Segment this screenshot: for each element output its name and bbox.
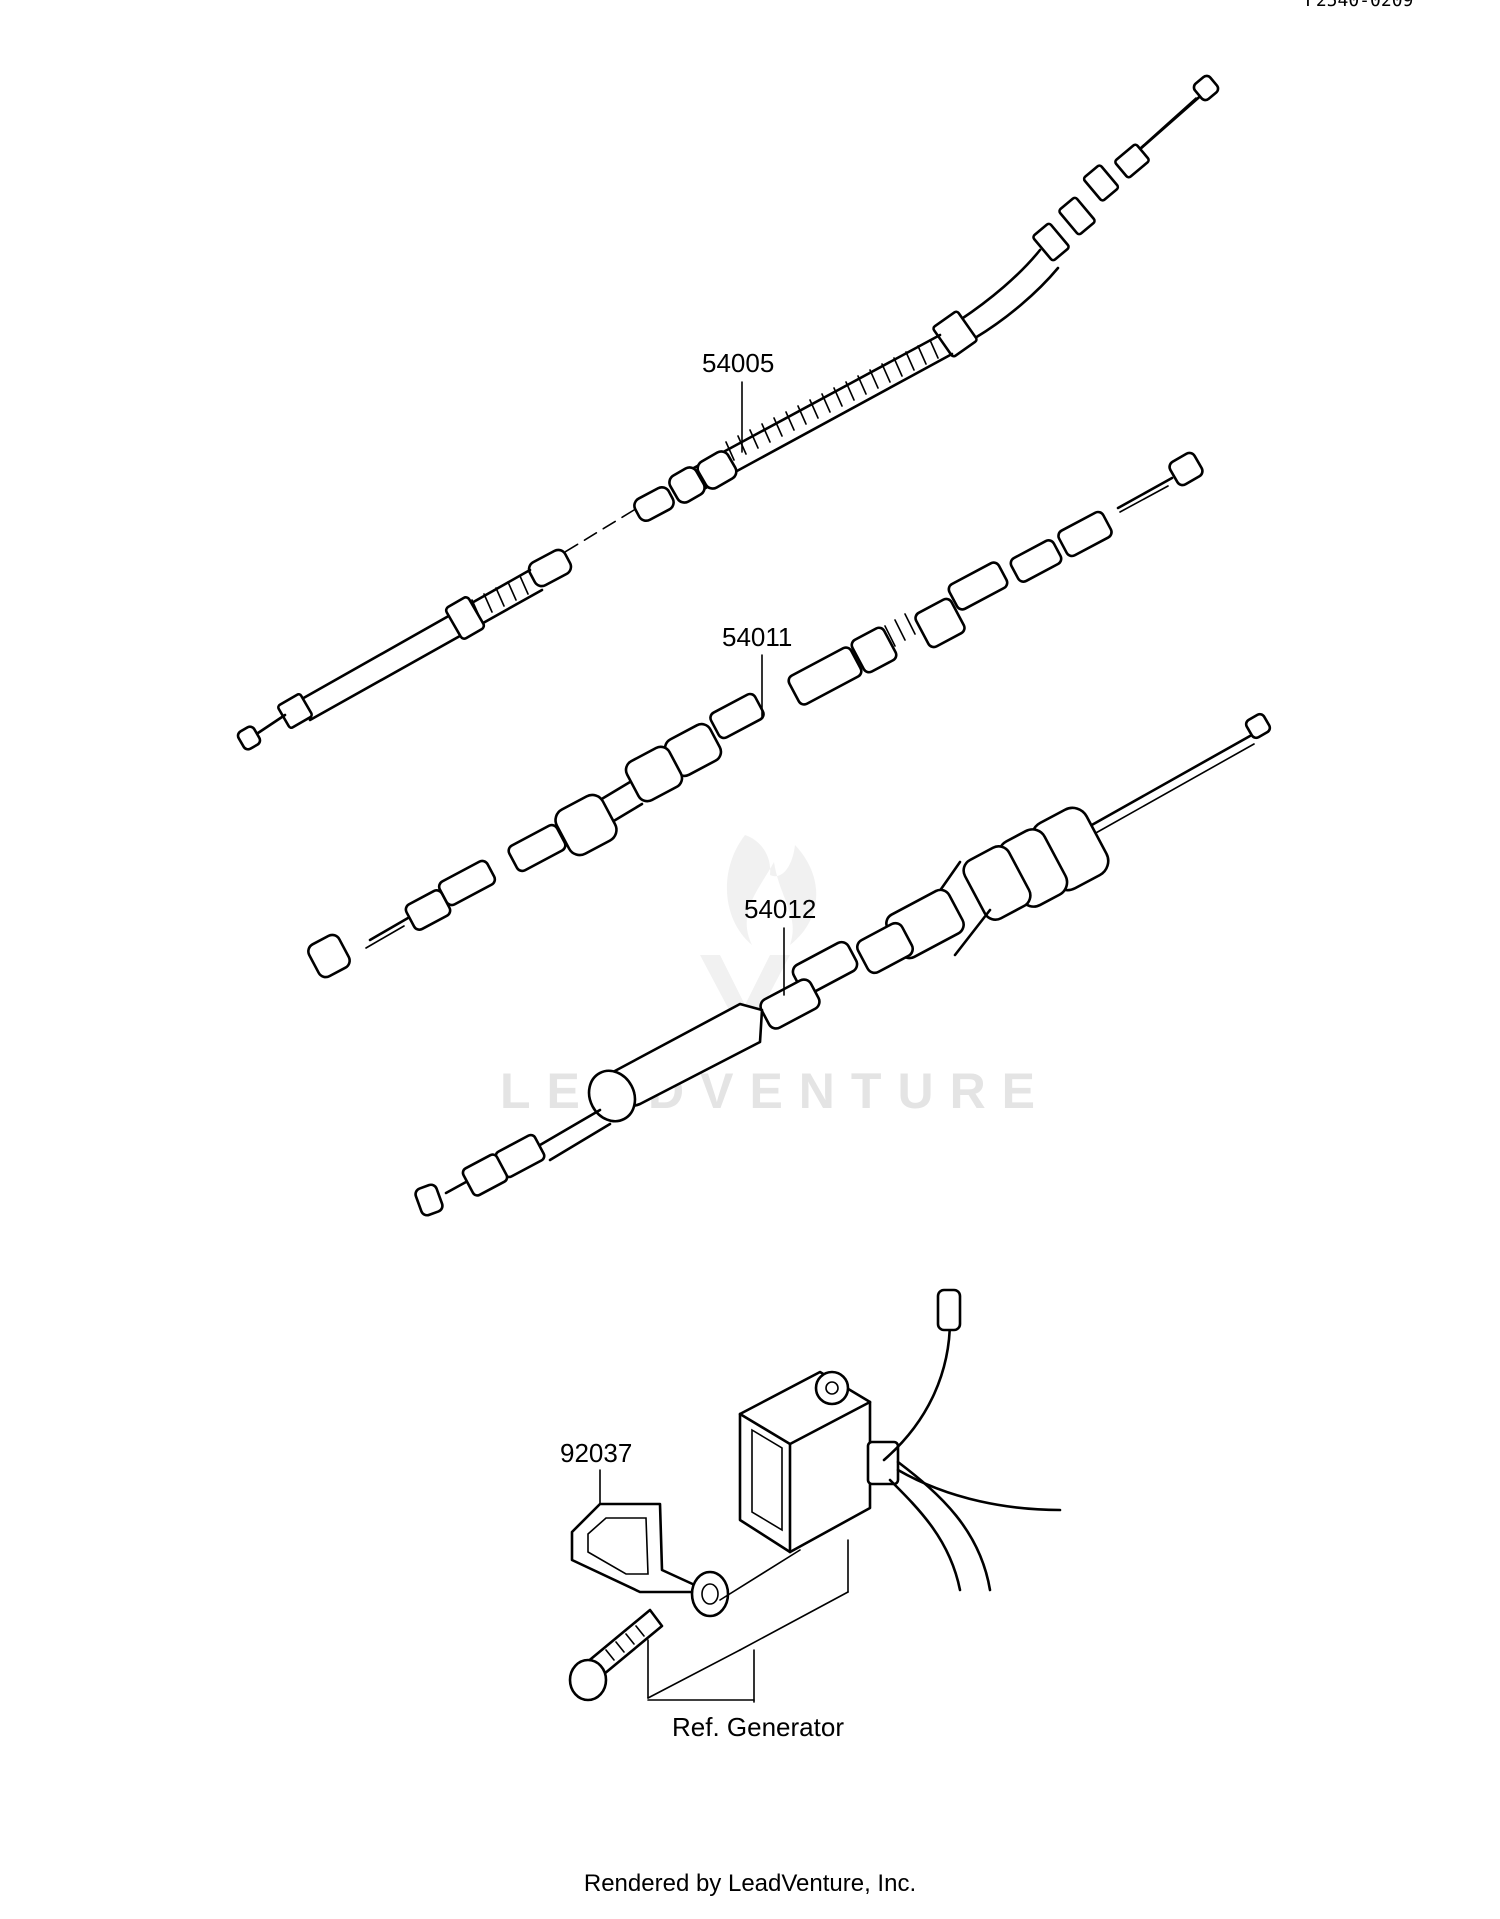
cable-54012[interactable] bbox=[414, 712, 1272, 1217]
label-54012[interactable]: 54012 bbox=[744, 894, 816, 924]
generator-grommet[interactable] bbox=[738, 1288, 1062, 1592]
cable-54011[interactable] bbox=[306, 451, 1205, 980]
ref-leader-lines bbox=[647, 1539, 849, 1703]
label-54005[interactable]: 54005 bbox=[702, 348, 774, 378]
footer-credit: Rendered by LeadVenture, Inc. bbox=[583, 1870, 917, 1897]
ref-generator-label: Ref. Generator bbox=[672, 1712, 844, 1742]
bolt[interactable] bbox=[568, 1608, 664, 1702]
watermark-text: LEADVENTURE bbox=[500, 1063, 1051, 1119]
label-54011[interactable]: 54011 bbox=[722, 622, 792, 652]
bracket-92037[interactable] bbox=[570, 1502, 730, 1618]
cable-54005[interactable] bbox=[236, 74, 1220, 751]
label-92037[interactable]: 92037 bbox=[560, 1438, 632, 1468]
diagram-code: F2540-0209 bbox=[1305, 0, 1413, 11]
watermark-logo bbox=[700, 835, 817, 1040]
